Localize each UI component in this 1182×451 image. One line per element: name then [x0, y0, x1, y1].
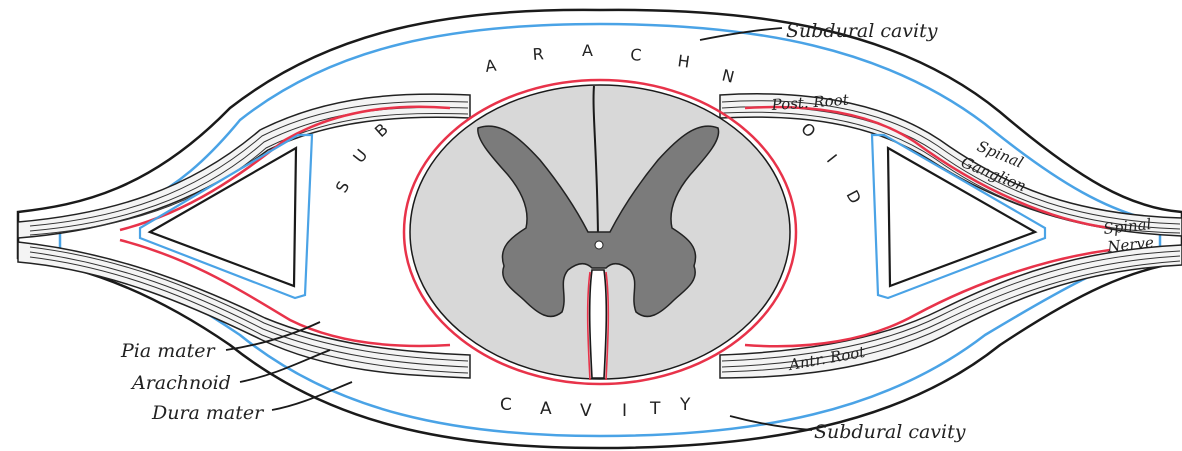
cavity-letter: A [582, 41, 593, 60]
central-canal [595, 241, 603, 249]
cavity-letter: A [540, 399, 552, 419]
label-subdural-cavity-bottom: Subdural cavity [814, 421, 966, 443]
cavity-letter: V [580, 401, 592, 421]
cavity-letter: I [622, 401, 627, 421]
label-pia-mater: Pia mater [120, 340, 216, 362]
label-subdural-cavity-top: Subdural cavity [786, 20, 938, 42]
cavity-letter: R [532, 44, 544, 64]
cavity-letter: C [500, 395, 512, 415]
label-arachnoid: Arachnoid [130, 372, 231, 394]
cavity-letter: Y [679, 395, 691, 415]
label-dura-mater: Dura mater [151, 402, 265, 424]
cavity-letter: T [649, 399, 661, 419]
cavity-letter: C [630, 45, 642, 65]
anterior-median-fissure [590, 270, 607, 378]
